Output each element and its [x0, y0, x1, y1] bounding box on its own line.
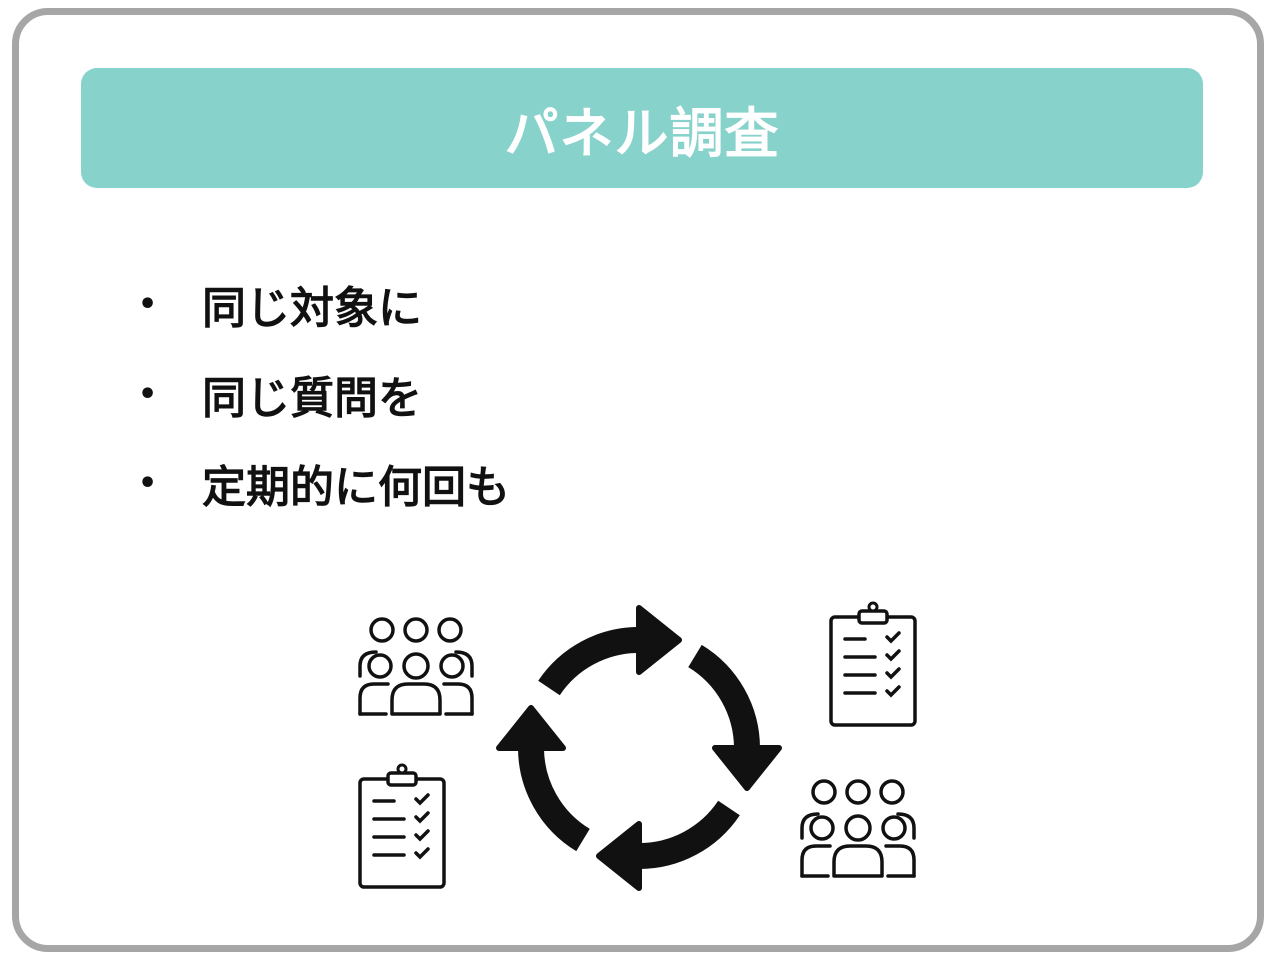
- bullet-text: 同じ対象に: [202, 283, 422, 334]
- bullet-marker: •: [138, 465, 158, 501]
- clipboard-checklist-icon: [829, 601, 917, 727]
- bullet-item-1: • 同じ対象に: [138, 272, 422, 336]
- bullet-item-2: • 同じ質問を: [138, 362, 422, 426]
- cycle-arrows-icon: [496, 605, 782, 891]
- clipboard-checklist-icon: [358, 763, 446, 889]
- bullet-text: 定期的に何回も: [202, 462, 510, 513]
- people-group-icon: [358, 617, 474, 716]
- bullet-item-3: • 定期的に何回も: [138, 451, 510, 515]
- slide-title: パネル調査: [504, 101, 780, 165]
- bullet-text: 同じ質問を: [202, 373, 422, 424]
- bullet-marker: •: [138, 376, 158, 412]
- bullet-marker: •: [138, 286, 158, 322]
- people-group-icon: [800, 779, 916, 878]
- title-banner: パネル調査: [81, 68, 1203, 188]
